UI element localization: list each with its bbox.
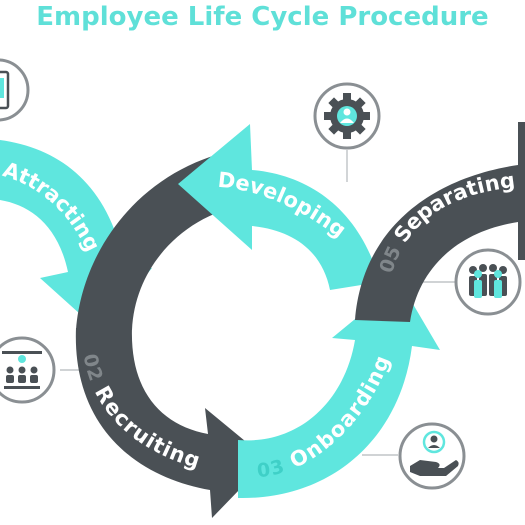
arrow-developing — [178, 124, 380, 290]
icon-connectors — [60, 150, 458, 456]
browser-icon — [0, 58, 30, 122]
arrow-recruiting — [75, 328, 268, 518]
group-people-icon — [454, 248, 522, 316]
team-hierarchy-icon — [0, 336, 56, 404]
gear-person-icon — [313, 82, 381, 150]
hand-person-icon — [398, 422, 466, 490]
page-title: Employee Life Cycle Procedure — [36, 2, 489, 32]
arrow-separating — [355, 122, 525, 322]
arrow-onboarding — [238, 282, 440, 499]
